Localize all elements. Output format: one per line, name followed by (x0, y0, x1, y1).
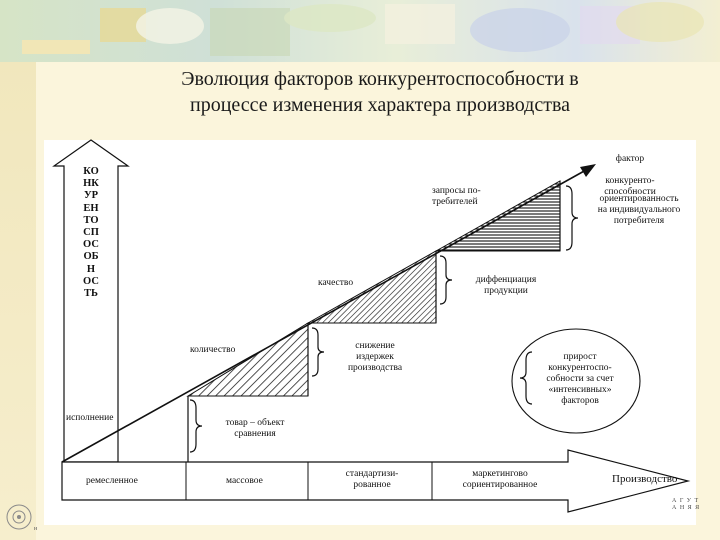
brace-cost-reduction (311, 327, 325, 377)
production-type-mass: массовое (226, 476, 263, 486)
circle-note: прирост конкурентоспо- собности за счет … (546, 352, 614, 406)
vertical-axis-label: КОНКУРЕНТОСПОСОБНОСТЬ (83, 166, 99, 300)
brace-label-cost-reduction: снижение издержек производства (347, 341, 403, 373)
intensive-factors-circle (511, 328, 641, 434)
logo-icon (6, 504, 32, 530)
factor-label-competitiveness: фактор конкуренто- способности (596, 143, 664, 198)
main-diagonal-arrow (61, 164, 596, 463)
brace-label-product-comparison: товар – объект сравнения (225, 418, 285, 439)
logo-caption: н (34, 526, 38, 532)
brace-product-comparison (189, 399, 203, 453)
factor-label-quantity: количество (190, 345, 236, 355)
horizontal-axis-arrow (61, 449, 691, 513)
factor-label-text: конкуренто- способности (604, 176, 656, 197)
production-type-craft: ремесленное (86, 476, 138, 486)
brace-label-differentiation: диффенциация продукции (475, 275, 537, 296)
left-decor-strip (0, 62, 36, 540)
brace-label-individual-consumer: ориентированность на индивидуального пот… (597, 194, 681, 226)
production-type-standardized: стандартизи- рованное (345, 469, 399, 490)
brace-circle (519, 351, 533, 405)
step-region-quantity (186, 322, 309, 397)
factor-label-demands: запросы по- требителей (432, 186, 481, 207)
slide-title: Эволюция факторов конкурентоспособности … (181, 68, 579, 116)
factor-label-prefix: фактор (615, 154, 645, 164)
vertical-axis-arrow (52, 139, 130, 463)
decorative-banner (0, 0, 720, 62)
horizontal-axis-label: Производство (612, 473, 678, 485)
brace-differentiation (439, 255, 453, 305)
brace-individual-consumer (565, 185, 579, 251)
baseline-label: исполнение (66, 413, 114, 423)
corner-mark: А Г У Т А Н Я Я (672, 498, 701, 511)
staircase-lines (187, 181, 561, 462)
factor-label-quality: качество (318, 278, 354, 288)
production-type-marketing: маркетингово сориентированное (462, 469, 538, 490)
